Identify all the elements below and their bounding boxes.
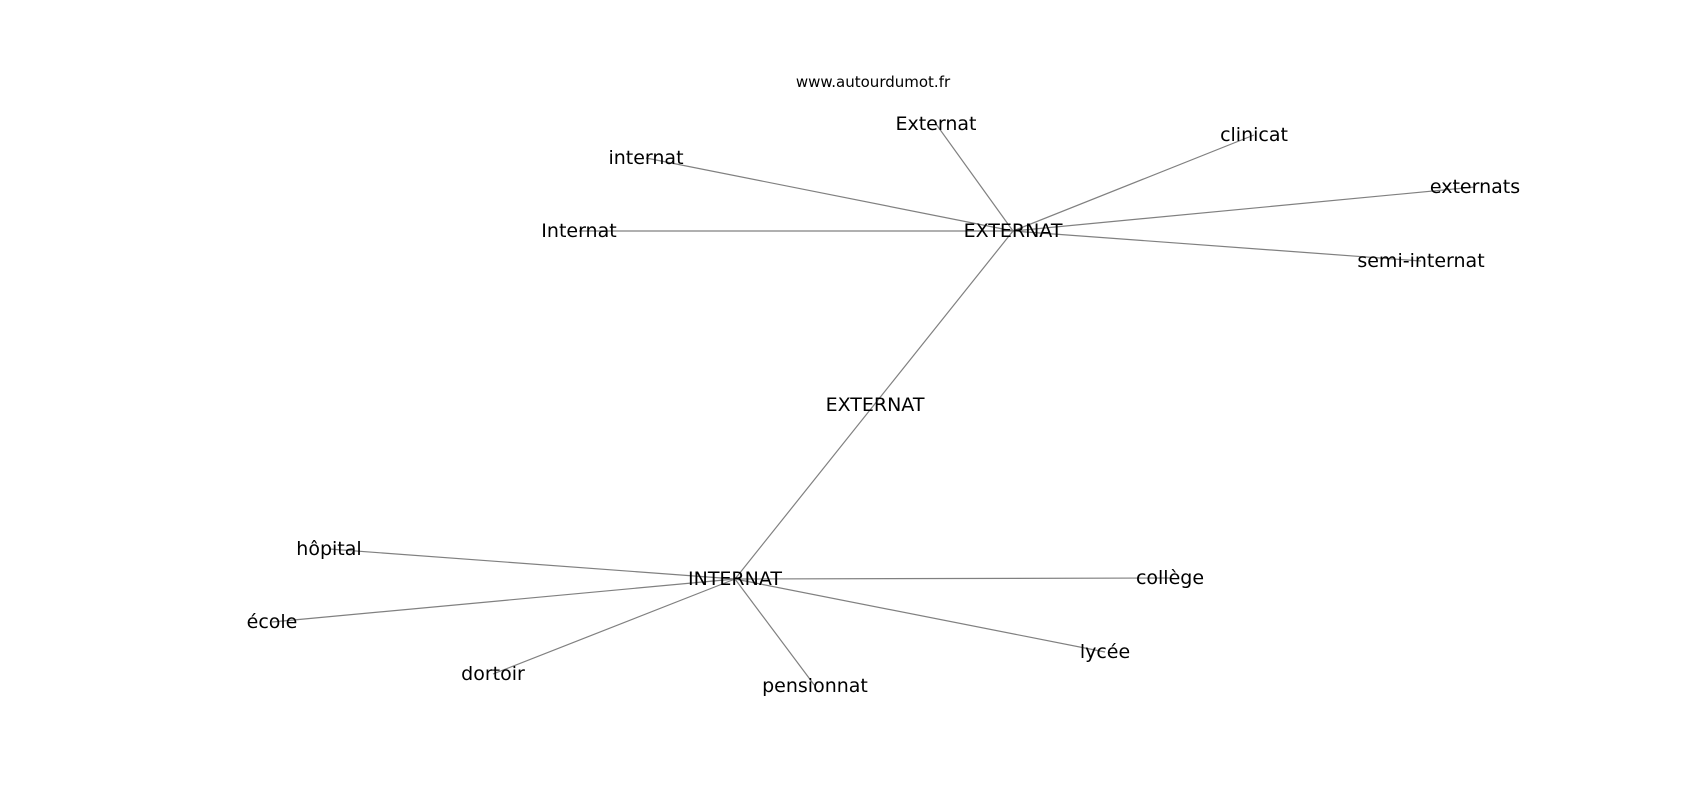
node-label-Externat[interactable]: Externat <box>895 113 976 135</box>
edge-internat_hub-lycee <box>734 578 1106 653</box>
edge-internat_hub-college <box>734 577 1171 580</box>
node-label-internat[interactable]: internat <box>608 147 683 169</box>
node-label-externat_hub[interactable]: EXTERNAT <box>964 220 1063 242</box>
node-label-semi_internat[interactable]: semi-internat <box>1357 250 1484 272</box>
node-label-Internat[interactable]: Internat <box>541 220 616 242</box>
edge-externat_hub-Externat <box>935 123 1014 232</box>
edge-internat_hub-pensionnat <box>734 578 816 687</box>
edge-label-externat_hub-internat_hub: EXTERNAT <box>826 394 925 416</box>
edge-externat_hub-semi_internat <box>1012 230 1422 262</box>
edge-externat_hub-internat_hub <box>734 230 1014 580</box>
watermark: www.autourdumot.fr <box>796 73 951 91</box>
node-label-externats[interactable]: externats <box>1430 176 1520 198</box>
edge-internat_hub-ecole <box>271 578 736 623</box>
node-label-ecole[interactable]: école <box>247 611 298 633</box>
edges-layer <box>271 123 1476 687</box>
node-label-lycee[interactable]: lycée <box>1080 641 1130 663</box>
labels-layer: EXTERNAT EXTERNAT INTERNAT Externat clinicat… <box>247 113 1520 697</box>
edge-externat_hub-clinicat <box>1012 134 1255 232</box>
edge-externat_hub-internat <box>645 157 1014 232</box>
edge-internat_hub-dortoir <box>492 578 736 675</box>
edge-internat_hub-hopital <box>328 548 736 580</box>
node-label-hopital[interactable]: hôpital <box>296 538 361 560</box>
node-label-college[interactable]: collège <box>1136 567 1204 589</box>
edge-externat_hub-externats <box>1012 186 1476 232</box>
node-label-pensionnat[interactable]: pensionnat <box>762 675 868 697</box>
node-label-clinicat[interactable]: clinicat <box>1220 124 1288 146</box>
node-label-dortoir[interactable]: dortoir <box>461 663 525 685</box>
node-label-internat_hub[interactable]: INTERNAT <box>688 568 782 590</box>
